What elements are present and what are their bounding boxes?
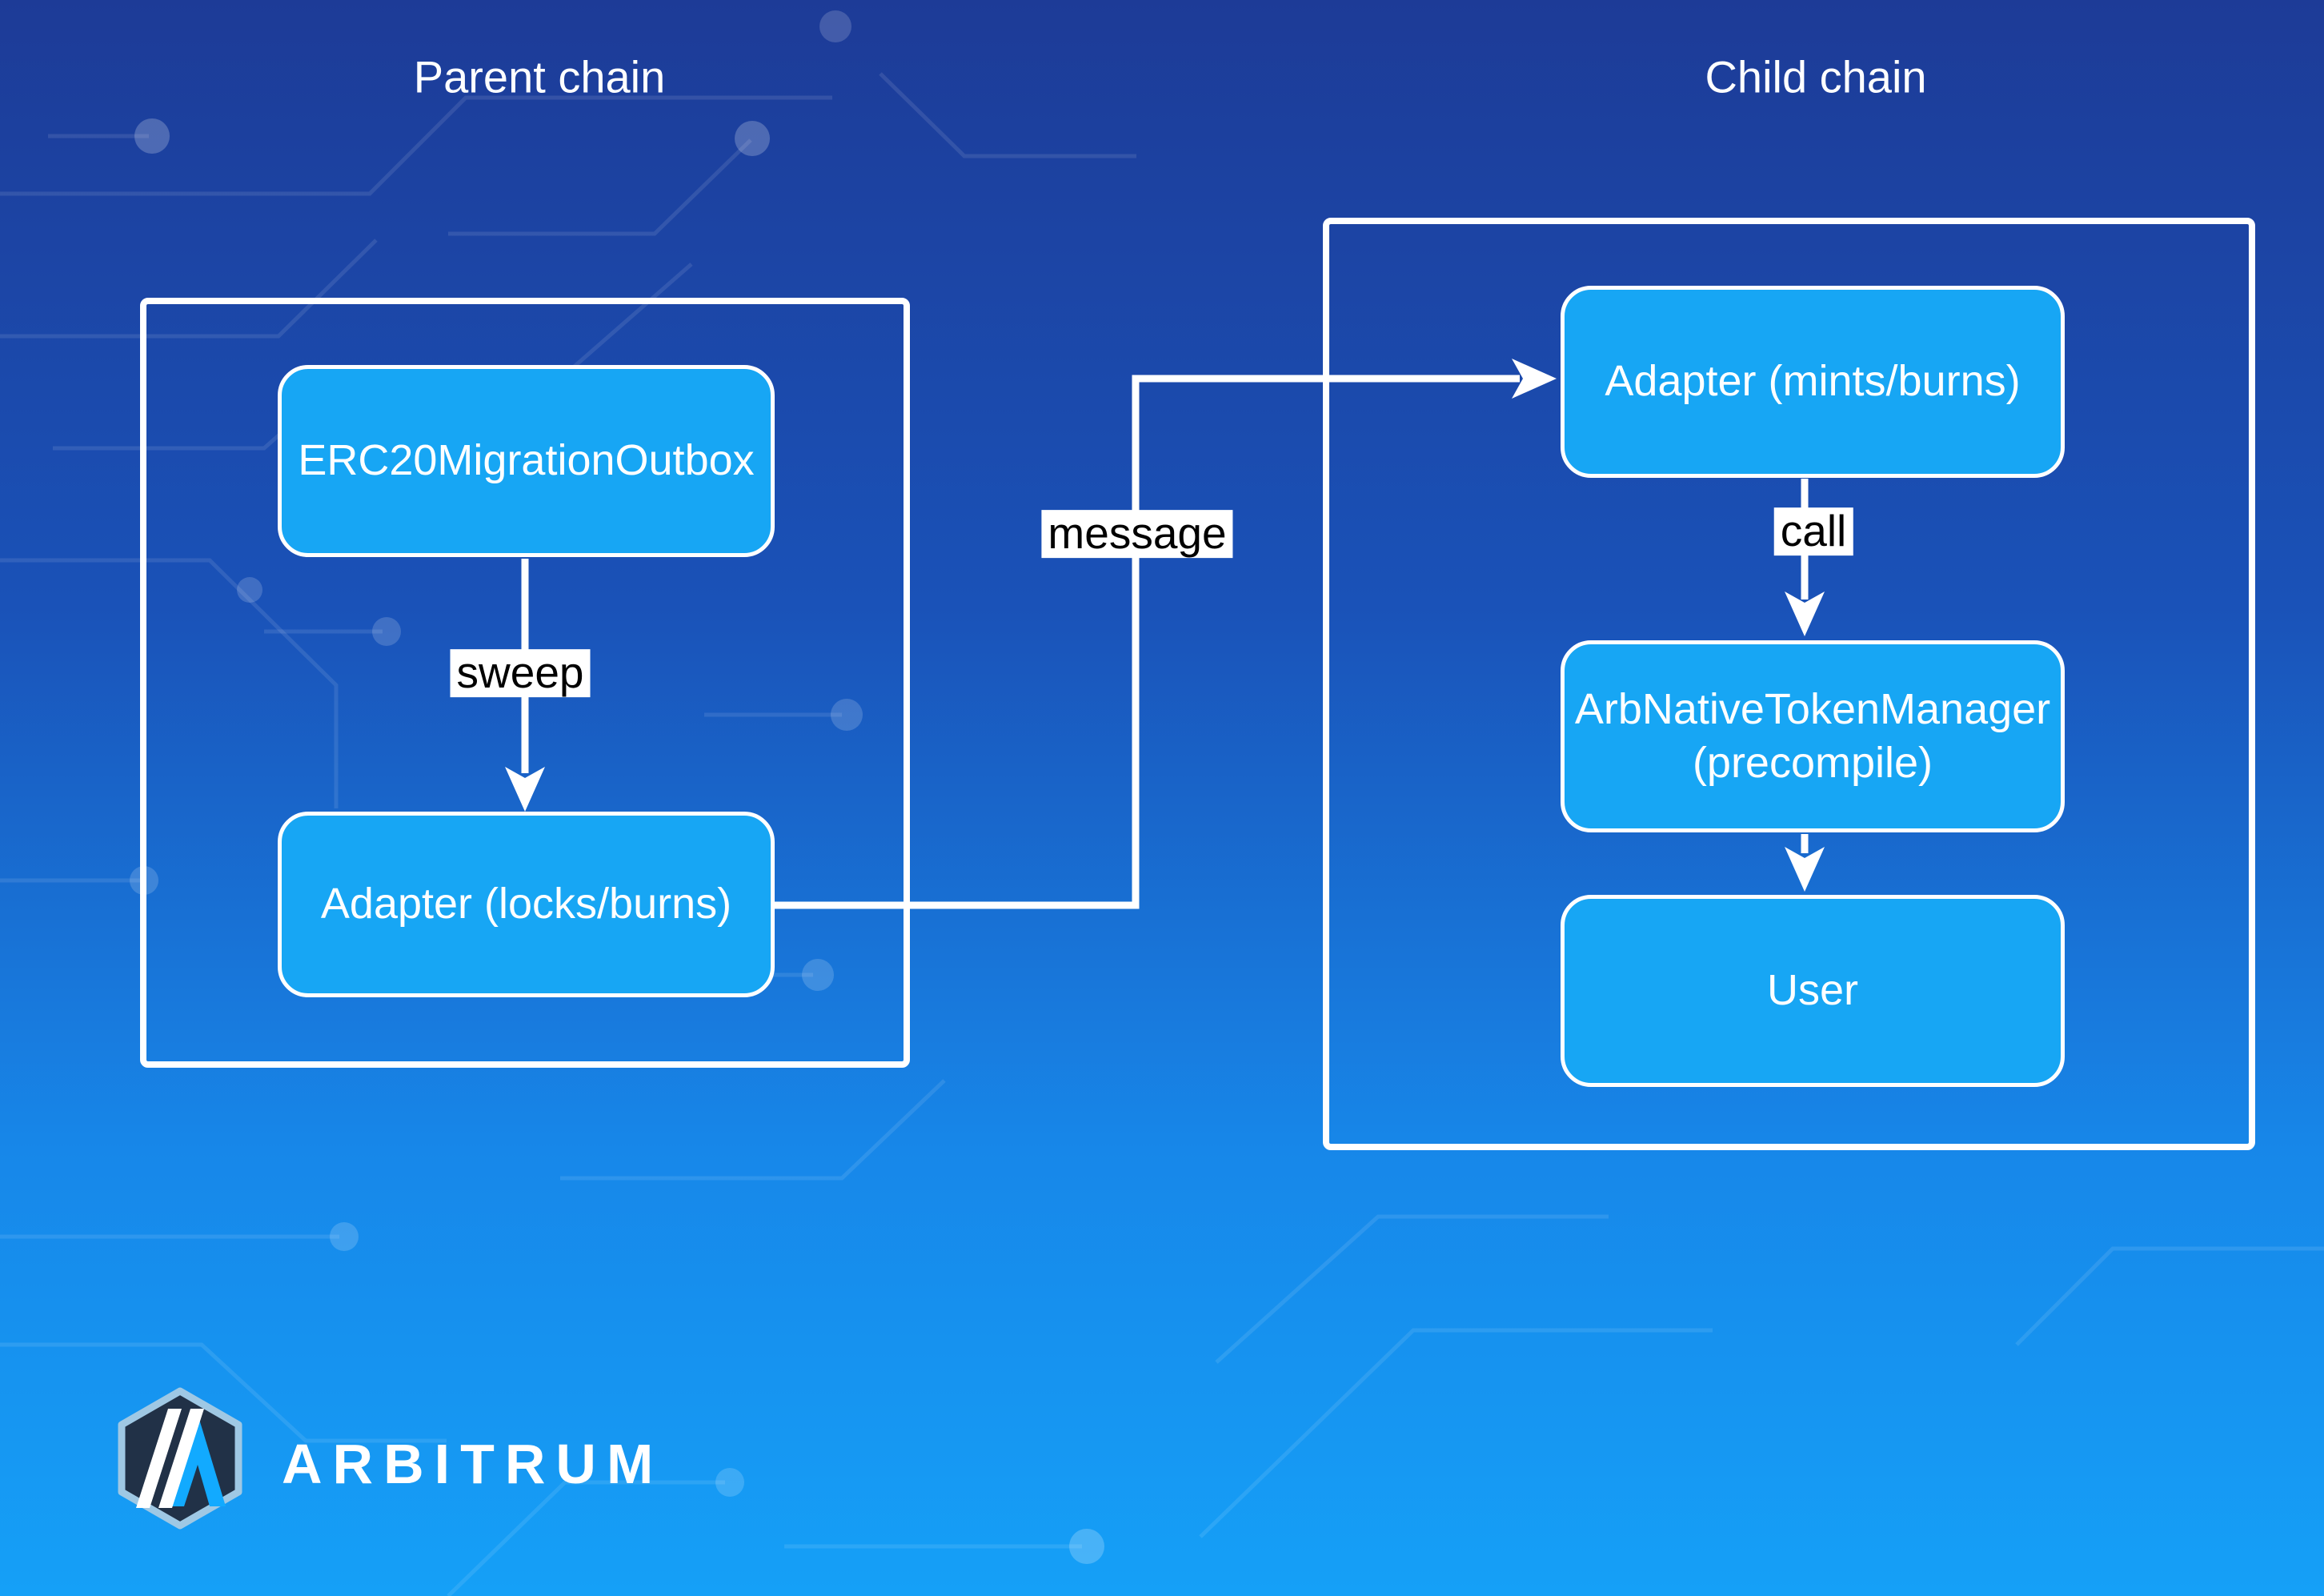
call-arrow	[1785, 479, 1825, 636]
parent-chain-title: Parent chain	[413, 51, 666, 102]
message-connector	[775, 359, 1557, 909]
arbitrum-wordmark: ARBITRUM	[282, 1433, 664, 1495]
node-user: User	[1561, 895, 2065, 1087]
node-label: Adapter (mints/burns)	[1605, 357, 2021, 406]
node-erc20-migration-outbox: ERC20MigrationOutbox	[278, 365, 775, 557]
logo-white-slash-2	[158, 1409, 204, 1508]
sweep-edge-label: sweep	[450, 649, 591, 697]
node-arb-native-token-manager: ArbNativeTokenManager (precompile)	[1561, 640, 2065, 832]
message-edge-label: message	[1041, 510, 1233, 558]
node-label: Adapter (locks/burns)	[320, 880, 732, 928]
logo-white-slash-1	[136, 1409, 182, 1508]
node-adapter-locks-burns: Adapter (locks/burns)	[278, 812, 775, 997]
child-chain-title: Child chain	[1705, 51, 1927, 102]
arbitrum-logo-shield	[118, 1387, 242, 1530]
node-label: User	[1766, 966, 1858, 1015]
node-label: ERC20MigrationOutbox	[298, 436, 755, 485]
parent-chain-container	[140, 298, 910, 1068]
node-adapter-mints-burns: Adapter (mints/burns)	[1561, 286, 2065, 478]
call-edge-label: call	[1773, 507, 1853, 555]
precompile-to-user-arrow	[1785, 834, 1825, 892]
node-label-line1: ArbNativeTokenManager	[1574, 684, 2051, 733]
logo-blue-a-mark	[171, 1417, 226, 1506]
child-chain-container	[1323, 218, 2255, 1150]
node-label-line2: (precompile)	[1692, 739, 1933, 787]
